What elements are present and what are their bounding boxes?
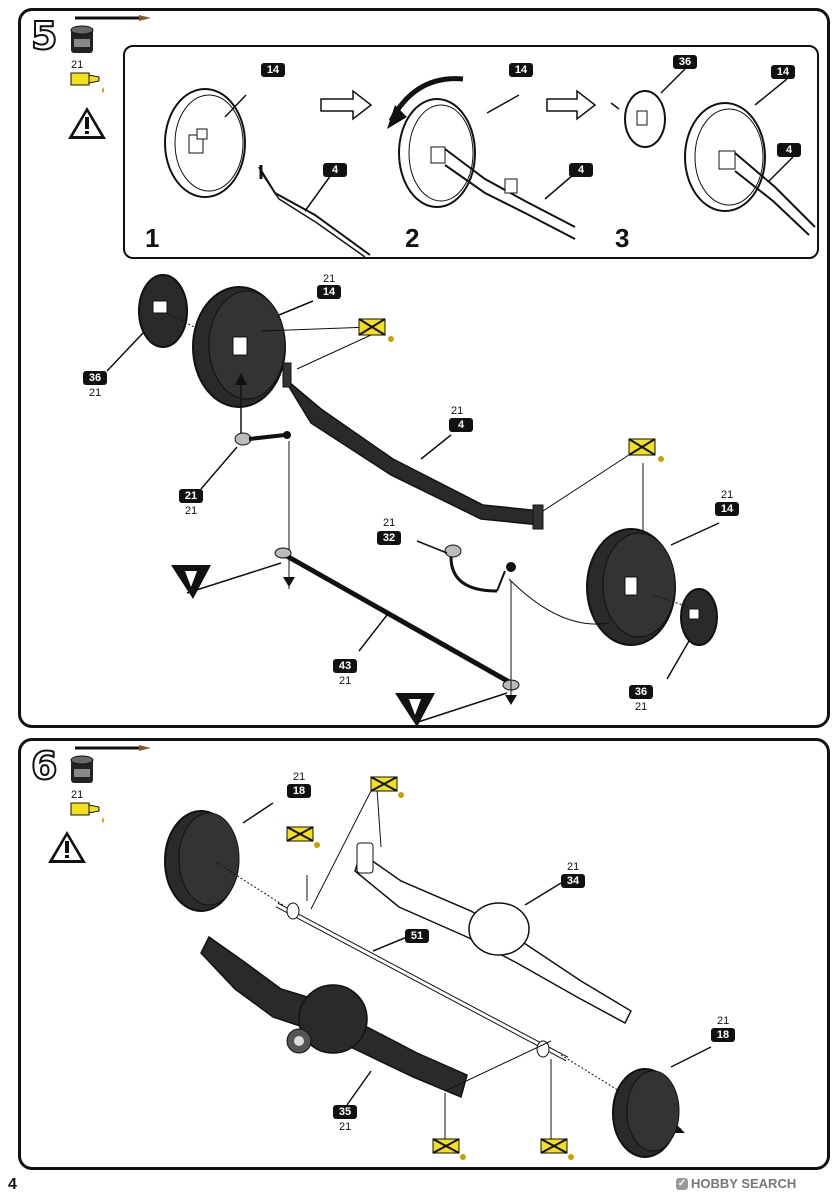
paint-code: 21: [567, 861, 580, 873]
tie-rod: [274, 547, 520, 691]
watermark-text: HOBBY SEARCH: [691, 1176, 797, 1191]
part-label: 21: [179, 489, 203, 503]
page-number: 4: [8, 1176, 17, 1193]
paint-code: 21: [71, 59, 84, 71]
paint-code: 21: [89, 387, 102, 399]
part-label: 32: [377, 531, 401, 545]
substep-number-2: 2: [405, 223, 420, 253]
part-label: 36: [83, 371, 107, 385]
part-label: 43: [333, 659, 357, 673]
logo-icon: ✓: [676, 1177, 688, 1190]
glue-tube-icon: [70, 72, 104, 93]
paint-code: 21: [339, 675, 352, 687]
wheel-right: [586, 528, 676, 646]
step-5-diagram: [106, 274, 720, 727]
paint-code: 21: [383, 517, 396, 529]
part-label: 14: [261, 63, 285, 77]
part-label: 14: [509, 63, 533, 77]
substep-number-3: 3: [615, 223, 630, 253]
substep-number-1: 1: [145, 223, 160, 253]
step-number: 5: [30, 14, 58, 58]
drum-left: [164, 810, 240, 912]
paint-pot-icon: [70, 25, 94, 53]
no-glue-icon: [540, 1138, 574, 1160]
drum-right: [612, 1068, 680, 1158]
step-5-panel: 5 21: [18, 8, 830, 728]
warning-icon: [48, 831, 86, 863]
paint-pot-icon: [70, 755, 94, 783]
paint-code: 21: [339, 1121, 352, 1133]
part-label: 51: [405, 929, 429, 943]
substep-frame: 1 2 3 14 4 14 4 36 14 4: [123, 45, 819, 259]
paint-code: 21: [451, 405, 464, 417]
no-glue-icon: [286, 826, 320, 848]
part-label: 14: [715, 502, 739, 516]
steering-arm: [234, 431, 291, 446]
part-label: 4: [323, 163, 347, 177]
paint-code: 21: [635, 701, 648, 713]
substep-2-wheel: [398, 98, 476, 208]
step-number: 6: [30, 744, 58, 788]
step-6-panel: 6: [18, 738, 830, 1170]
part-label: 14: [771, 65, 795, 79]
warning-icon: [68, 107, 106, 139]
part-label: 36: [673, 55, 697, 69]
hub-left: [138, 274, 188, 348]
axle-beam: [282, 362, 544, 530]
paint-code: 21: [721, 489, 734, 501]
axle-shaft: [275, 902, 569, 1062]
paint-code: 21: [293, 771, 306, 783]
part-label: 4: [449, 418, 473, 432]
substep-3-wheel: [684, 102, 766, 212]
axle-housing-lower: [200, 935, 468, 1099]
drill-hole-icon: [171, 565, 211, 599]
no-glue-icon: [370, 776, 404, 798]
no-glue-icon: [358, 318, 394, 342]
part-label: 4: [569, 163, 593, 177]
part-label: 14: [317, 285, 341, 299]
drill-hole-icon: [395, 693, 435, 727]
paint-code: 21: [71, 789, 84, 801]
step-6-diagram: [48, 745, 712, 1160]
drag-link: [444, 544, 516, 593]
substep-3-hub: [624, 90, 666, 148]
watermark: ✓ HOBBY SEARCH: [676, 1176, 796, 1191]
part-label: 18: [287, 784, 311, 798]
arrow-icon: [546, 89, 597, 121]
no-glue-icon: [432, 1138, 466, 1160]
no-glue-icon: [628, 438, 664, 462]
brush-icon: [75, 745, 151, 751]
part-label: 36: [629, 685, 653, 699]
part-label: 34: [561, 874, 585, 888]
glue-tube-icon: [70, 802, 104, 823]
substep-illustrations: [164, 68, 816, 258]
paint-code: 21: [323, 273, 336, 285]
arrow-icon: [320, 89, 373, 121]
part-label: 35: [333, 1105, 357, 1119]
paint-code: 21: [717, 1015, 730, 1027]
axle-housing-upper: [354, 842, 632, 1025]
paint-code: 21: [185, 505, 198, 517]
step-5-icons: [68, 15, 151, 139]
part-label: 18: [711, 1028, 735, 1042]
brush-icon: [75, 15, 151, 21]
wheel-left: [192, 286, 286, 408]
hub-right: [680, 588, 718, 646]
part-label: 4: [777, 143, 801, 157]
